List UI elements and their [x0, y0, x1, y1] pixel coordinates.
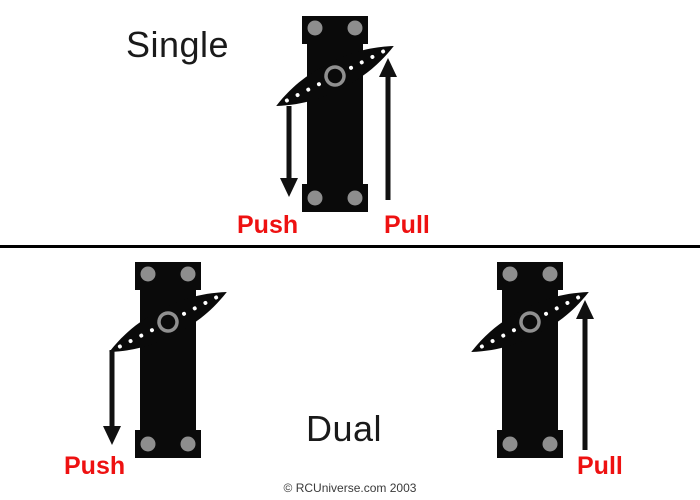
dual-push-down-arrow-icon [103, 350, 121, 445]
dual-pull-up-arrow-icon [576, 300, 594, 450]
dual-pull-label: Pull [577, 452, 623, 480]
dual-push-label: Push [64, 452, 126, 480]
copyright-text: © RCUniverse.com 2003 [283, 481, 417, 495]
pull-up-arrow-icon [379, 58, 397, 200]
single-push-label: Push [237, 211, 299, 239]
dual-title: Dual [306, 408, 383, 449]
section-divider [0, 245, 700, 248]
single-title: Single [126, 24, 230, 65]
single-pull-label: Pull [384, 211, 430, 239]
push-down-arrow-icon [280, 106, 298, 197]
